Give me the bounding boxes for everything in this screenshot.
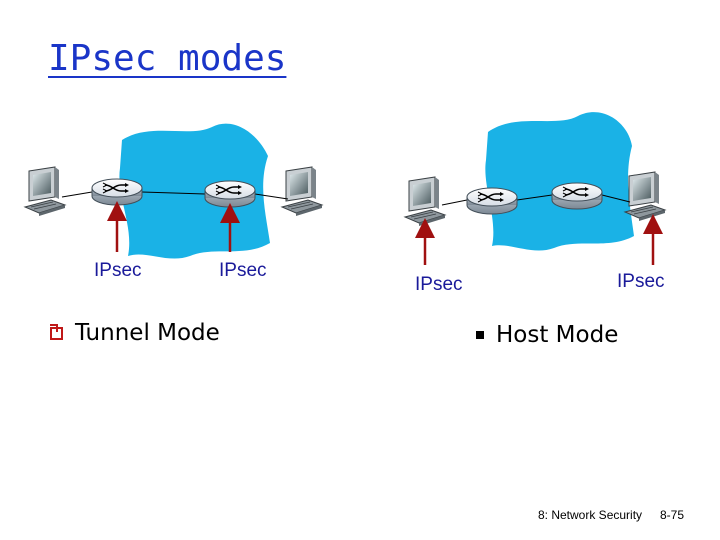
link-line xyxy=(601,194,631,203)
host-mode-bullet: Host Mode xyxy=(476,322,618,348)
tunnel-mode-bullet: Tunnel Mode xyxy=(50,320,220,346)
router-icon xyxy=(466,187,518,215)
router-icon xyxy=(204,180,256,208)
link-line xyxy=(441,199,468,206)
link-line xyxy=(254,193,289,200)
footer-chapter: 8: Network Security xyxy=(538,508,643,522)
computer-icon xyxy=(624,171,666,222)
computer-icon xyxy=(404,176,446,227)
square-bullet-icon xyxy=(476,331,484,339)
computer-icon xyxy=(281,166,323,217)
host-mode-label: Host Mode xyxy=(496,322,619,348)
ipsec-label-tunnel-left: IPsec xyxy=(94,260,142,281)
computer-icon xyxy=(24,166,66,217)
network-cloud-icon xyxy=(485,112,634,251)
ipsec-label-host-right: IPsec xyxy=(617,271,665,292)
link-line xyxy=(516,194,553,201)
slide-title: IPsec modes xyxy=(48,38,287,79)
ipsec-label-host-left: IPsec xyxy=(415,274,463,295)
router-icon xyxy=(551,182,603,210)
ipsec-label-tunnel-right: IPsec xyxy=(219,260,267,281)
link-line xyxy=(141,191,206,195)
checkbox-bullet-icon xyxy=(50,323,63,340)
footer-page-number: 8-75 xyxy=(660,508,685,522)
link-line xyxy=(61,191,93,198)
router-icon xyxy=(91,178,143,206)
network-cloud-icon xyxy=(119,123,270,259)
tunnel-mode-label: Tunnel Mode xyxy=(75,320,220,346)
